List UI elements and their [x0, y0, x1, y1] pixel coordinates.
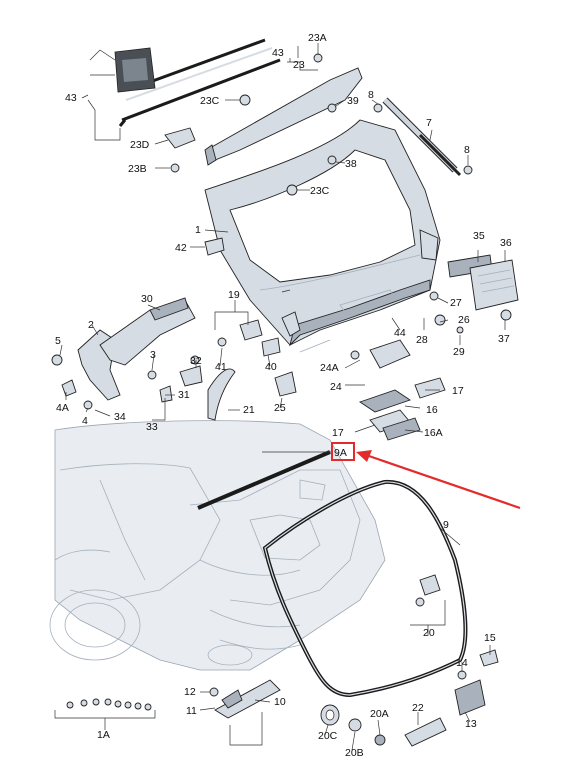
callout-43-left: 43 — [65, 92, 77, 104]
lower-parts — [66, 574, 499, 747]
leader-lines — [54, 43, 506, 751]
callout-11: 11 — [186, 705, 197, 717]
plate-parts — [447, 254, 519, 311]
callout-16: 16 — [426, 404, 438, 416]
callout-1a: 1A — [97, 729, 110, 741]
callout-13: 13 — [465, 718, 477, 730]
callout-28: 28 — [416, 334, 428, 346]
lock-assembly — [350, 339, 446, 441]
callout-23a: 23A — [308, 32, 327, 44]
callout-19: 19 — [228, 289, 240, 301]
callout-22: 22 — [412, 702, 424, 714]
callout-10: 10 — [274, 696, 286, 708]
callout-25: 25 — [274, 402, 286, 414]
callout-23b: 23B — [128, 163, 147, 175]
hinge-assembly — [51, 297, 196, 410]
door-seal — [262, 479, 468, 698]
tailgate-panel — [204, 119, 441, 347]
vehicle-body-ghost — [49, 420, 386, 671]
callout-23: 23 — [293, 59, 305, 71]
callout-24a: 24A — [320, 362, 339, 374]
callout-labels: 23A 43 23 43 23C 39 8 7 23D 8 38 23B 23C… — [55, 32, 512, 759]
callout-39: 39 — [347, 95, 359, 107]
callout-36: 36 — [500, 237, 512, 249]
callout-21: 21 — [243, 404, 255, 416]
callout-27: 27 — [450, 297, 462, 309]
callout-9: 9 — [443, 519, 449, 531]
callout-23c-mid: 23C — [310, 185, 330, 197]
callout-14: 14 — [456, 657, 468, 669]
callout-16a: 16A — [424, 427, 443, 439]
highlight-box — [331, 442, 355, 461]
callout-38: 38 — [345, 158, 357, 170]
highlight-arrow — [365, 453, 521, 510]
callout-31: 31 — [178, 389, 190, 401]
callout-34: 34 — [114, 411, 126, 423]
callout-17-right: 17 — [452, 385, 464, 397]
callout-2: 2 — [88, 319, 94, 331]
callout-9a: 9A — [334, 447, 347, 459]
callout-35: 35 — [473, 230, 485, 242]
callout-42: 42 — [175, 242, 187, 254]
callout-33: 33 — [146, 421, 158, 433]
callout-4: 4 — [82, 415, 88, 427]
callout-20b: 20B — [345, 747, 364, 759]
callout-23d: 23D — [130, 139, 150, 151]
callout-17-left: 17 — [332, 427, 344, 439]
callout-8b: 8 — [464, 144, 470, 156]
callout-41: 41 — [215, 361, 227, 373]
rear-spoiler — [204, 67, 363, 166]
gas-strut — [373, 97, 473, 177]
callout-5: 5 — [55, 335, 61, 347]
callout-26: 26 — [458, 314, 470, 326]
callout-15: 15 — [484, 632, 496, 644]
highlight-arrowhead — [356, 450, 372, 462]
callout-29: 29 — [453, 346, 465, 358]
callout-3: 3 — [150, 349, 156, 361]
callout-4a: 4A — [56, 402, 69, 414]
callout-24: 24 — [330, 381, 342, 393]
callout-30: 30 — [141, 293, 153, 305]
callout-20: 20 — [423, 627, 435, 639]
callout-8: 8 — [368, 89, 374, 101]
callout-12: 12 — [184, 686, 196, 698]
callout-20c: 20C — [318, 730, 338, 742]
small-hardware — [159, 53, 512, 421]
callout-37: 37 — [498, 333, 510, 345]
highlight-marker — [331, 442, 521, 510]
callout-7: 7 — [426, 117, 432, 129]
callout-32: 32 — [190, 355, 202, 367]
adhesive-pouch — [114, 47, 156, 93]
callout-1: 1 — [195, 224, 201, 236]
callout-40: 40 — [265, 361, 277, 373]
callout-44: 44 — [394, 327, 406, 339]
callout-23c-top: 23C — [200, 95, 220, 107]
callout-43-top: 43 — [272, 47, 284, 59]
callout-20a: 20A — [370, 708, 389, 720]
